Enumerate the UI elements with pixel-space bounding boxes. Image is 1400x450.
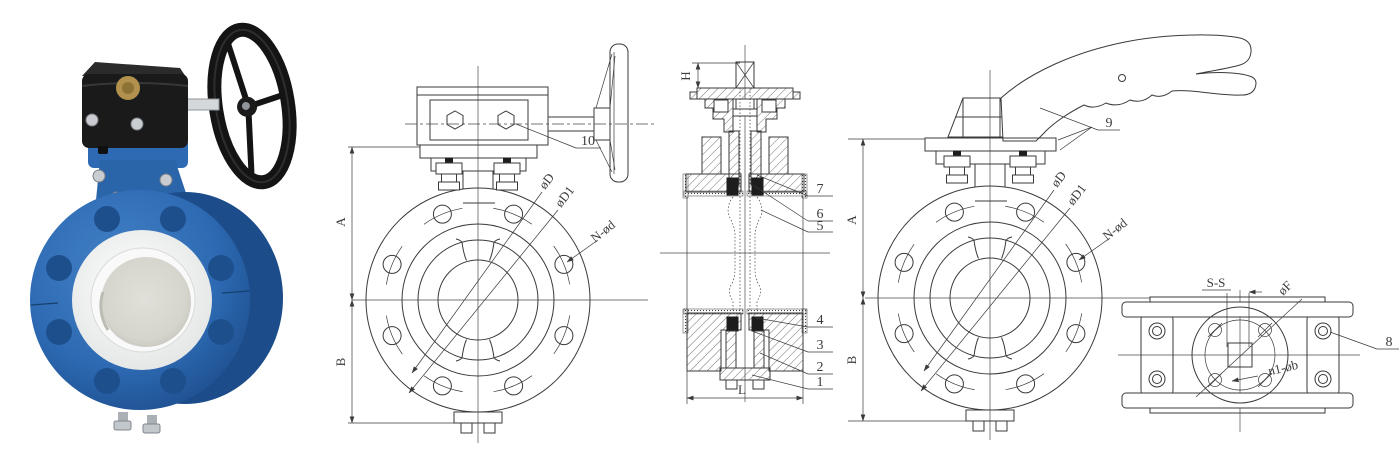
part-10-callout: 10 <box>515 123 601 149</box>
lever-handle <box>1000 34 1257 151</box>
part-2-label: 2 <box>817 360 824 375</box>
handwheel-outline <box>593 43 629 183</box>
dim-b-label: B <box>844 355 859 364</box>
dia-d1-label: øD1 <box>552 183 578 210</box>
front-view-gear-drawing: A B øD øD1 N-ød 10 <box>333 43 655 443</box>
part-1-label: 1 <box>817 375 824 390</box>
section-view-drawing: H <box>660 45 833 404</box>
part-4-label: 4 <box>817 313 824 328</box>
dimension-l: L <box>686 197 804 404</box>
part-9-callout: 9 <box>1039 107 1120 131</box>
handle-hole <box>1118 74 1126 82</box>
part-8-callout: 8 <box>1329 331 1399 350</box>
flange-bolt-holes <box>46 206 234 394</box>
dim-a-label: A <box>333 217 348 227</box>
dim-a-label: A <box>844 215 859 225</box>
front-flange <box>30 190 250 410</box>
gearbox <box>81 62 189 154</box>
dimension-h: H <box>678 62 740 89</box>
part-9-label: 9 <box>1106 116 1113 131</box>
bottom-bolts <box>113 412 161 434</box>
section-label: S-S <box>1207 275 1226 290</box>
valve-disc <box>101 257 191 347</box>
gearbox-outline <box>405 86 655 146</box>
hub-nut <box>241 101 250 110</box>
bolt-callout-label: N-ød <box>588 217 619 246</box>
product-photo <box>30 22 297 434</box>
dia-d1-label: øD1 <box>1064 181 1090 208</box>
part-6-label: 6 <box>817 207 824 222</box>
plate-bolts <box>1148 322 1332 388</box>
bottom-packing <box>726 316 739 332</box>
bolt-callout-label: N-ød <box>1100 215 1131 244</box>
handle-base <box>947 97 1016 138</box>
part-callouts-upper: 7 6 5 <box>752 174 833 234</box>
hex-bolt-icon <box>446 110 464 130</box>
gearbox-bolt <box>85 113 99 127</box>
dia-f-label: øF <box>1275 278 1295 298</box>
gear-shaft <box>184 98 220 111</box>
stem-packing <box>726 177 739 196</box>
hex-bolt-icon <box>497 110 515 130</box>
dim-h-label: H <box>678 71 693 80</box>
section-s-s-marks: S-S <box>1202 275 1262 347</box>
part-callouts-lower: 4 3 2 1 <box>751 313 833 390</box>
dimension-a-b: A B <box>844 138 966 422</box>
dia-d-label: øD <box>536 170 558 192</box>
dimension-a-b: A B <box>333 146 455 424</box>
gearbox-bolt <box>130 117 144 131</box>
part-7-label: 7 <box>817 182 824 197</box>
stem-hub <box>1191 306 1289 404</box>
bolt-pattern-label: n1-øb <box>1267 357 1300 378</box>
top-view-drawing: S-S øF n1-øb 8 <box>1118 275 1399 432</box>
handwheel <box>207 22 297 190</box>
bolt-pattern-callout: n1-øb <box>1231 357 1300 383</box>
part-3-label: 3 <box>817 338 824 353</box>
stem-packing <box>751 177 764 196</box>
front-view-lever-drawing: A B øD øD1 N-ød 9 <box>844 34 1257 440</box>
dia-d-label: øD <box>1048 168 1070 190</box>
dim-b-label: B <box>333 357 348 366</box>
part-8-label: 8 <box>1386 335 1393 350</box>
dim-l-label: L <box>738 382 746 397</box>
part-10-label: 10 <box>581 134 595 149</box>
part-5-label: 5 <box>817 219 824 234</box>
